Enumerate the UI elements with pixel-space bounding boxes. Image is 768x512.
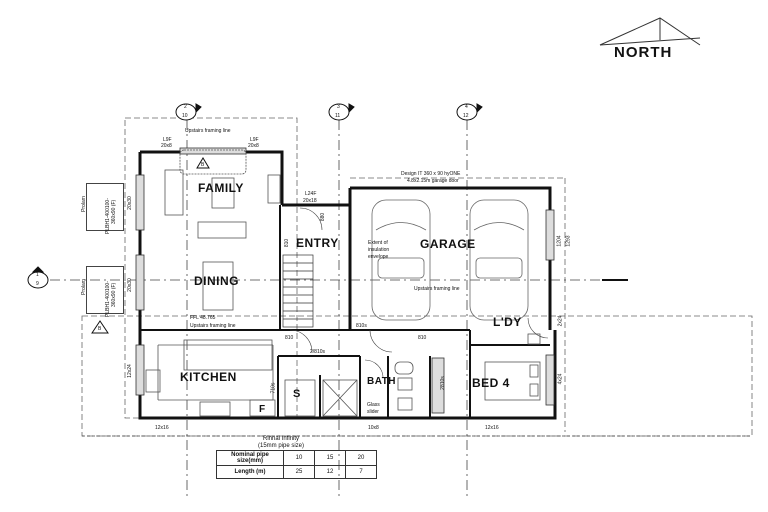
grid-marker-3-top: 3 — [337, 104, 340, 110]
glass-slider-1: Glass — [367, 402, 380, 408]
ffl-level: FFL 48.765 — [190, 315, 216, 321]
length-header: Length (m) — [216, 465, 284, 479]
garage-beam: Design IT 360 x 90 hyONE — [401, 171, 461, 177]
lintel-entry: L24F — [305, 191, 317, 197]
upstairs-framing-kitchen: Upstairs framing line — [190, 323, 236, 329]
grid-marker-3-bottom: 11 — [335, 113, 341, 119]
lintel-right: L9F — [250, 137, 259, 143]
lintel-right-size: 20x8 — [248, 143, 259, 149]
section-triangles — [91, 157, 210, 334]
pipe-size-10: 10 — [283, 450, 315, 466]
grid-marker-2-top: 2 — [184, 104, 187, 110]
door-2810: 2/810s — [310, 349, 326, 355]
table-row: Length (m) 25 12 7 — [216, 465, 377, 479]
room-bath: BATH — [367, 376, 397, 387]
insulation-note-3: envelope — [368, 254, 389, 260]
bottom-window-1216-b: 12x16 — [485, 425, 499, 431]
glass-slider-2: slider — [367, 409, 379, 415]
boundary-lines — [81, 117, 753, 437]
window-2x24: 2x24 — [557, 315, 564, 327]
lintel-entry-size: 20x18 — [303, 198, 317, 204]
prolam-1-line-a: Prolam — [80, 196, 87, 212]
windows — [135, 147, 555, 414]
room-laundry: L'DY — [493, 315, 522, 329]
window-2030-b: 20x30 — [126, 278, 133, 292]
length-7: 7 — [345, 465, 377, 479]
garage-cars — [371, 199, 529, 321]
room-dining: DINING — [194, 274, 239, 288]
grid-marker-4-top: 4 — [465, 104, 468, 110]
north-arrow-icon — [599, 17, 701, 46]
room-storage: S — [293, 388, 301, 400]
length-25: 25 — [283, 465, 315, 479]
bottom-window-1216-a: 12x16 — [155, 425, 169, 431]
grid-marker-1-top: 1 — [36, 272, 39, 278]
grid-marker-2-bottom: 10 — [182, 113, 188, 119]
insulation-note-2: insulation — [368, 247, 390, 253]
north-label: NORTH — [614, 44, 673, 61]
garage-door: 4.8x2.15m garage door — [407, 178, 459, 184]
pipe-size-header: Nominal pipe size(mm) — [216, 450, 284, 466]
window-2810s: 2810s — [439, 376, 446, 390]
grid-lines — [50, 120, 600, 500]
pipe-size-table: Nominal pipe size(mm) 10 15 20 Length (m… — [216, 450, 377, 479]
pipe-size-20: 20 — [345, 450, 377, 466]
grid-marker-4-bottom: 12 — [463, 113, 469, 119]
interior-walls — [140, 205, 550, 418]
lintel-left: L9F — [163, 137, 172, 143]
window-2030-a: 20x30 — [126, 196, 133, 210]
room-garage: GARAGE — [420, 237, 476, 251]
room-family: FAMILY — [198, 181, 244, 195]
window-710s: 710s — [270, 382, 277, 394]
length-12: 12 — [314, 465, 346, 479]
pipe-size-15: 15 — [314, 450, 346, 466]
window-1293: 1293 — [565, 235, 572, 247]
insulation-note-1: Extent of — [368, 240, 388, 246]
upstairs-framing-top: Upstairs framing line — [185, 128, 231, 134]
pipe-caption-2: (15mm pipe size) — [258, 443, 305, 449]
door-810-a: 810 — [285, 335, 294, 341]
section-a-label: B — [201, 162, 205, 168]
dim-880: 880 — [320, 212, 327, 222]
pipe-table-caption: Rinnai Infinity (15mm pipe size) — [258, 436, 304, 450]
fridge-label: F — [259, 404, 266, 415]
furniture — [145, 149, 541, 417]
door-swings — [289, 207, 549, 379]
window-1224: 12x24 — [126, 364, 133, 378]
bottom-window-10x8: 10x8 — [368, 425, 379, 431]
prolam-2-line-a: Prolam — [80, 279, 87, 295]
table-row: Nominal pipe size(mm) 10 15 20 — [216, 450, 377, 466]
section-b-label: B — [98, 326, 102, 332]
prolam-2-line-c: 360x90 (F) — [111, 282, 117, 307]
upstairs-framing-garage: Upstairs framing line — [414, 286, 460, 292]
window-1204: 1204 — [556, 235, 563, 247]
lintel-left-size: 20x8 — [161, 143, 172, 149]
pipe-caption-1: Rinnai Infinity — [262, 436, 300, 442]
room-entry: ENTRY — [296, 236, 339, 250]
window-4x24: 4x24 — [557, 373, 564, 385]
door-810s: 810s — [356, 323, 367, 329]
grid-marker-1-bottom: 9 — [36, 281, 39, 287]
door-810-entry: 810 — [284, 238, 291, 248]
stairs — [282, 254, 314, 328]
room-bed4: BED 4 — [472, 376, 510, 390]
prolam-1-line-c: 360x90 (F) — [111, 199, 117, 224]
grid-marker-icons — [27, 103, 483, 289]
room-kitchen: KITCHEN — [180, 370, 237, 384]
door-810-b: 810 — [418, 335, 427, 341]
